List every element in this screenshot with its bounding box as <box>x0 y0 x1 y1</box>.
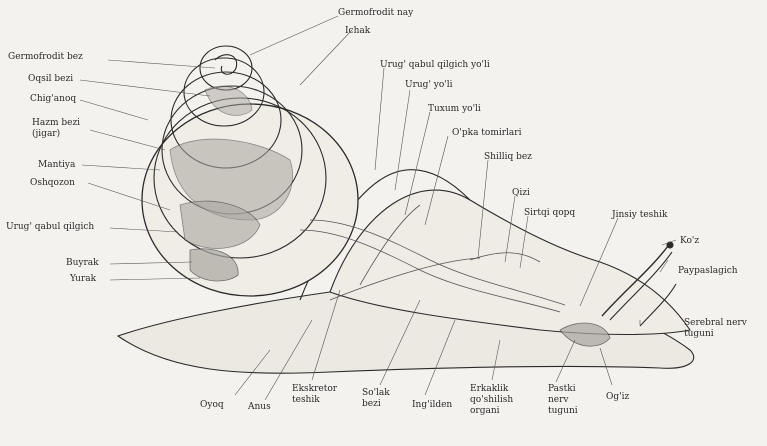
label-ogiz: Og'iz <box>606 392 629 403</box>
label-jinsiy-teshik: Jinsiy teshik <box>612 210 667 221</box>
label-yurak: Yurak <box>70 274 96 285</box>
label-urug-yoli: Urug' yo'li <box>405 80 453 91</box>
label-urug-qabul-qilgich: Urug' qabul qilgich <box>6 222 94 233</box>
label-mantiya: Mantiya <box>38 160 75 171</box>
label-solak-bezi: So'lak bezi <box>362 388 400 410</box>
label-qizil-ongach: Qizi <box>512 188 530 199</box>
label-tuxum-yoli: Tuxum yo'li <box>428 104 481 115</box>
label-germafrodit-bez: Germofrodit bez <box>8 52 83 63</box>
label-shilliq-bez: Shilliq bez <box>484 152 532 163</box>
label-koz: Ko'z <box>680 236 699 247</box>
label-buyrak: Buyrak <box>66 258 99 269</box>
label-chiganoq: Chig'anoq <box>30 94 76 105</box>
label-opka-tomirlari: O'pka tomirlari <box>452 128 521 139</box>
label-oshqozon: Oshqozon <box>30 178 75 189</box>
label-anus: Anus <box>248 402 271 413</box>
label-oqsil-bezi: Oqsil bezi <box>28 74 73 85</box>
label-germafrodit-nay: Germofrodit nay <box>338 8 413 19</box>
label-sirtqi-qopqoq: Sirtqi qopq <box>524 208 575 219</box>
label-pastki-nerv-tuguni: Pastki nerv tuguni <box>548 384 598 417</box>
label-paypaslagich: Paypaslagich <box>678 266 738 277</box>
label-hazm-bezi: Hazm bezi (jigar) <box>32 118 92 140</box>
label-serebral-nerv-tuguni: Serebral nerv tuguni <box>684 318 764 340</box>
label-ingichkalik: Ing'ilden <box>412 400 452 411</box>
label-erkaklik-qoshilish-organi: Erkaklik qo'shilish organi <box>470 384 520 417</box>
label-urug-qabul-qilgich-yoli: Urug' qabul qilgich yo'li <box>380 60 490 71</box>
label-ekskretor-teshik: Ekskretor teshik <box>292 384 337 406</box>
label-ichak: Ichak <box>345 26 370 37</box>
label-oyoq: Oyoq <box>200 400 224 411</box>
